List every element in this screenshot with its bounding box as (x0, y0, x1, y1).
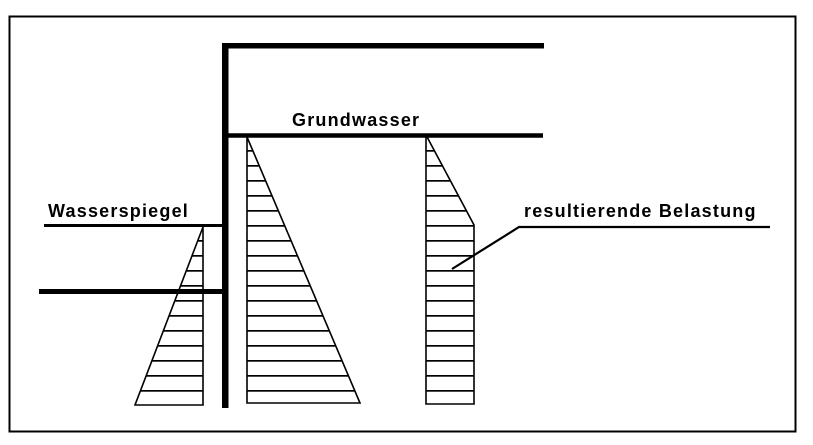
resulting-load-label: resultierende Belastung (524, 201, 757, 221)
resulting-load-diagram (425, 134, 475, 405)
label-leader-line (451, 225, 770, 270)
left-water-pressure-diagram (133, 226, 204, 406)
water-level-label: Wasserspiegel (48, 201, 189, 221)
diagram-border (8, 15, 797, 433)
retaining-wall (222, 43, 229, 408)
groundwater-label: Grundwasser (292, 110, 420, 130)
groundwater-pressure-diagram (246, 136, 362, 404)
